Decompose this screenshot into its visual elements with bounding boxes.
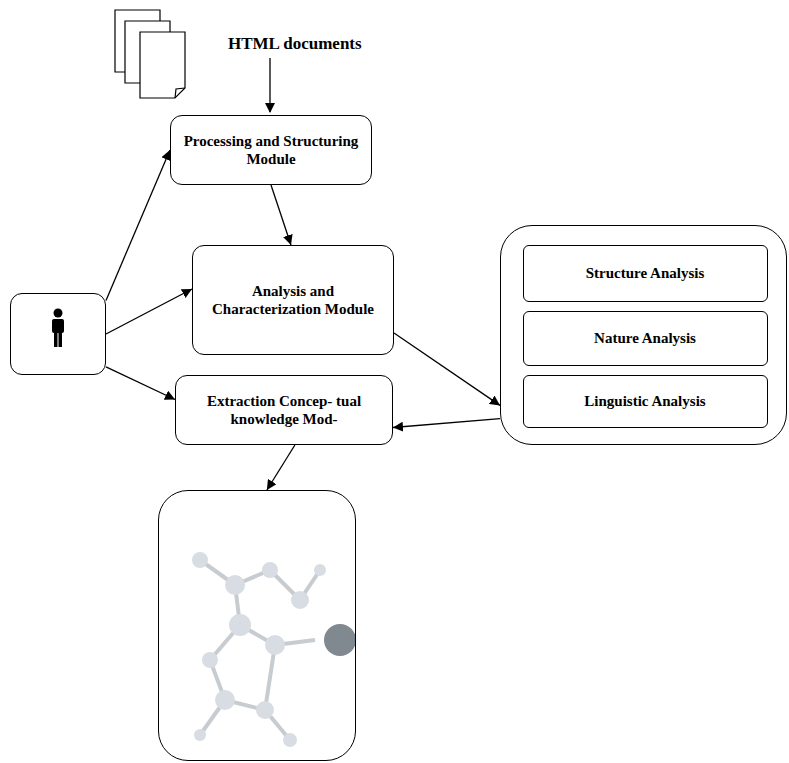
process-box: Extraction Concep- tual knowledge Mod-	[175, 375, 393, 445]
analysis-box: Structure Analysis	[523, 245, 768, 302]
node-label: Structure Analysis	[586, 264, 704, 282]
flow-arrow	[106, 289, 192, 334]
analysis-box: Linguistic Analysis	[523, 375, 768, 428]
output-box	[158, 490, 356, 761]
node-label: Linguistic Analysis	[584, 392, 705, 410]
input-label: HTML documents	[228, 34, 362, 54]
molecule-crop	[356, 600, 376, 680]
person-icon	[52, 309, 64, 348]
flow-arrow	[394, 333, 500, 405]
document-stack-icon	[115, 10, 185, 98]
molecule-illustration	[192, 552, 326, 747]
analysis-container: Structure AnalysisNature AnalysisLinguis…	[500, 225, 787, 445]
process-box: Processing and Structuring Module	[170, 115, 372, 185]
flow-arrow	[267, 445, 295, 490]
node-label: Extraction Concep- tual knowledge Mod-	[186, 392, 382, 428]
node-label: Nature Analysis	[594, 329, 696, 347]
flow-arrow	[271, 185, 291, 245]
flow-arrow	[106, 367, 175, 400]
flow-arrow	[106, 150, 170, 300]
flow-arrow	[393, 419, 500, 428]
input-arrow	[265, 58, 275, 113]
node-label: Analysis and Characterization Module	[203, 282, 383, 318]
actor-box	[10, 293, 106, 375]
process-box: Analysis and Characterization Module	[192, 245, 394, 355]
node-label: Processing and Structuring Module	[181, 132, 361, 168]
analysis-box: Nature Analysis	[523, 311, 768, 366]
molecule-sphere	[324, 624, 356, 656]
